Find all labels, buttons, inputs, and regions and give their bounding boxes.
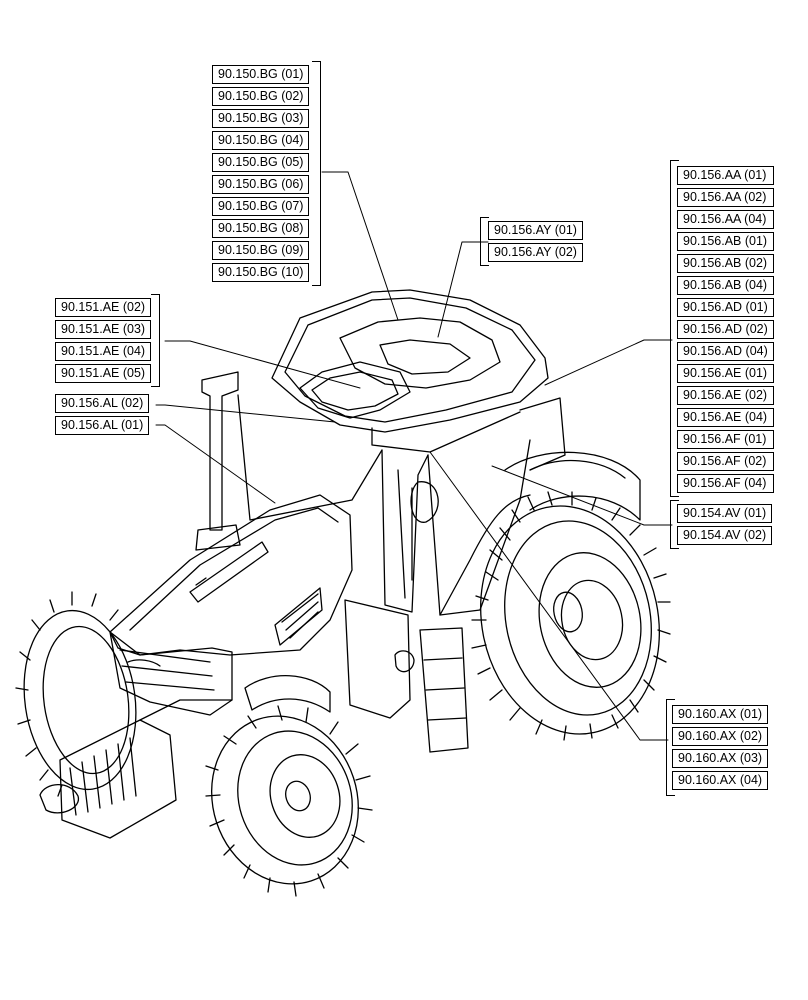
callout-label[interactable]: 90.156.AF (01) xyxy=(677,430,774,449)
rear-fender xyxy=(439,451,641,616)
callout-label[interactable]: 90.151.AE (05) xyxy=(55,364,152,383)
callout-label[interactable]: 90.150.BG (01) xyxy=(212,65,310,84)
callout-label[interactable]: 90.151.AE (04) xyxy=(55,342,152,361)
callout-label[interactable]: 90.156.AL (01) xyxy=(55,416,150,435)
callout-label[interactable]: 90.160.AX (03) xyxy=(672,749,769,768)
bracket xyxy=(670,500,679,549)
front-right-wheel xyxy=(205,705,373,897)
rear-wheel xyxy=(471,491,671,741)
callout-label[interactable]: 90.156.AE (02) xyxy=(677,386,774,405)
callout-label[interactable]: 90.156.AD (01) xyxy=(677,298,774,317)
front-right-fender xyxy=(244,675,331,713)
callout-label[interactable]: 90.151.AE (02) xyxy=(55,298,152,317)
callout-label[interactable]: 90.156.AF (02) xyxy=(677,452,774,471)
callout-group-fender: 90.154.AV (01) 90.154.AV (02) xyxy=(670,500,773,549)
front-left-wheel xyxy=(15,591,137,797)
callout-label[interactable]: 90.156.AE (01) xyxy=(677,364,774,383)
callout-label[interactable]: 90.160.AX (04) xyxy=(672,771,769,790)
callout-label[interactable]: 90.156.AD (02) xyxy=(677,320,774,339)
callout-label[interactable]: 90.151.AE (03) xyxy=(55,320,152,339)
callout-group-hatch: 90.156.AY (01) 90.156.AY (02) xyxy=(480,217,583,266)
callout-label[interactable]: 90.150.BG (07) xyxy=(212,197,310,216)
callout-label[interactable]: 90.150.BG (05) xyxy=(212,153,310,172)
callout-label[interactable]: 90.156.AA (01) xyxy=(677,166,774,185)
callout-label[interactable]: 90.150.BG (08) xyxy=(212,219,310,238)
cab-body xyxy=(237,394,566,616)
bracket xyxy=(151,294,161,387)
callout-label[interactable]: 90.150.BG (03) xyxy=(212,109,310,128)
bracket xyxy=(670,160,679,497)
callout-group-cab-right: 90.156.AA (01) 90.156.AA (02) 90.156.AA … xyxy=(670,160,774,497)
callout-label[interactable]: 90.156.AE (04) xyxy=(677,408,774,427)
bracket xyxy=(312,61,322,286)
fuel-tank-steps xyxy=(344,599,469,753)
callout-label[interactable]: 90.160.AX (01) xyxy=(672,705,769,724)
callout-label[interactable]: 90.150.BG (04) xyxy=(212,131,310,150)
callout-label[interactable]: 90.156.AF (04) xyxy=(677,474,774,493)
front-weights xyxy=(39,699,233,839)
callout-label[interactable]: 90.156.AA (04) xyxy=(677,210,774,229)
callout-label[interactable]: 90.154.AV (02) xyxy=(677,526,773,545)
callout-group-roof: 90.150.BG (01) 90.150.BG (02) 90.150.BG … xyxy=(212,61,322,286)
callout-group-cab-al: 90.156.AL (02) 90.156.AL (01) xyxy=(55,394,150,438)
engine-hood xyxy=(109,494,353,656)
bracket xyxy=(666,699,675,796)
callout-label[interactable]: 90.156.AD (04) xyxy=(677,342,774,361)
callout-label[interactable]: 90.156.AB (02) xyxy=(677,254,774,273)
callout-label[interactable]: 90.156.AA (02) xyxy=(677,188,774,207)
callout-label[interactable]: 90.156.AY (01) xyxy=(488,221,583,240)
callout-group-cab-ae: 90.151.AE (02) 90.151.AE (03) 90.151.AE … xyxy=(55,294,161,387)
bracket xyxy=(480,217,489,266)
callout-label[interactable]: 90.154.AV (01) xyxy=(677,504,773,523)
callout-label[interactable]: 90.160.AX (02) xyxy=(672,727,769,746)
callout-label[interactable]: 90.150.BG (10) xyxy=(212,263,310,282)
callout-label[interactable]: 90.150.BG (02) xyxy=(212,87,310,106)
callout-label[interactable]: 90.156.AB (01) xyxy=(677,232,774,251)
exhaust-pipe xyxy=(195,371,241,551)
callout-group-steps: 90.160.AX (01) 90.160.AX (02) 90.160.AX … xyxy=(666,699,769,796)
callout-label[interactable]: 90.150.BG (09) xyxy=(212,241,310,260)
callout-label[interactable]: 90.156.AY (02) xyxy=(488,243,583,262)
cab-roof xyxy=(271,289,549,453)
callout-label[interactable]: 90.156.AL (02) xyxy=(55,394,150,413)
callout-label[interactable]: 90.150.BG (06) xyxy=(212,175,310,194)
leader-lines xyxy=(155,171,673,741)
callout-label[interactable]: 90.156.AB (04) xyxy=(677,276,774,295)
